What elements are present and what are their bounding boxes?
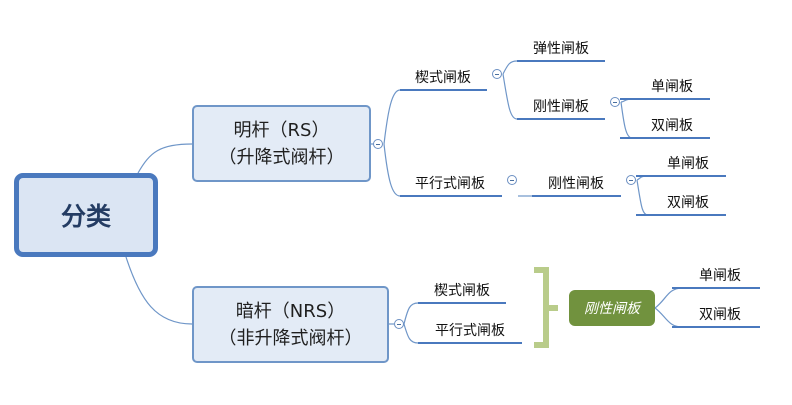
connector-shared-single	[654, 287, 683, 309]
topic-rigid2-double[interactable]: 双闸板	[667, 195, 709, 211]
connector-wedge-rigid	[502, 73, 518, 120]
topic-rs-wedge[interactable]: 楔式闸板	[415, 70, 471, 86]
rs-title: 明杆（RS）	[233, 119, 330, 141]
collapse-rigid2-toggle[interactable]	[626, 175, 636, 185]
nrs-title: 暗杆（NRS）	[235, 300, 346, 322]
collapse-rigid1-toggle[interactable]	[610, 97, 620, 107]
connector-rigid1-double	[620, 101, 633, 139]
collapse-wedge-toggle[interactable]	[492, 69, 502, 79]
collapse-rs-toggle[interactable]	[373, 139, 383, 149]
topic-wedge-rigid[interactable]: 刚性闸板	[533, 99, 589, 115]
topic-rigid2-single[interactable]: 单闸板	[667, 156, 709, 172]
collapse-parallel-toggle[interactable]	[507, 175, 517, 185]
connector-wedge-elastic	[502, 60, 518, 75]
topic-rigid1-double[interactable]: 双闸板	[651, 118, 693, 134]
topic-nrs-wedge[interactable]: 楔式闸板	[434, 283, 490, 299]
summary-bracket	[534, 267, 558, 348]
topic-shared-double[interactable]: 双闸板	[699, 307, 741, 323]
rs-subtitle: （升降式阀杆）	[218, 146, 345, 168]
topic-nrs-parallel[interactable]: 平行式闸板	[435, 323, 505, 339]
connector-rs-parallel	[383, 143, 401, 197]
topic-rigid1-single[interactable]: 单闸板	[651, 79, 693, 95]
main-topic-rs[interactable]: 明杆（RS） （升降式阀杆）	[192, 105, 371, 182]
connector-nrs-wedge	[403, 302, 419, 325]
connector-nrs-parallel	[403, 323, 419, 344]
connector-root-nrs	[125, 256, 193, 325]
topic-wedge-elastic[interactable]: 弹性闸板	[533, 41, 589, 57]
main-topic-nrs[interactable]: 暗杆（NRS） （非升降式阀杆）	[192, 286, 389, 363]
topic-parallel-rigid[interactable]: 刚性闸板	[548, 176, 604, 192]
topic-shared-rigid[interactable]: 刚性闸板	[569, 290, 655, 326]
topic-shared-single[interactable]: 单闸板	[699, 268, 741, 284]
nrs-subtitle: （非升降式阀杆）	[218, 327, 363, 349]
connector-shared-double	[654, 307, 683, 328]
collapse-nrs-toggle[interactable]	[394, 319, 404, 329]
root-topic[interactable]: 分类	[14, 173, 158, 257]
shared-rigid-label: 刚性闸板	[584, 301, 640, 317]
connector-rigid2-double	[636, 179, 649, 216]
connector-rs-wedge	[383, 89, 401, 145]
root-label: 分类	[60, 202, 111, 231]
connector-root-rs	[137, 143, 193, 174]
topic-rs-parallel[interactable]: 平行式闸板	[415, 176, 485, 192]
